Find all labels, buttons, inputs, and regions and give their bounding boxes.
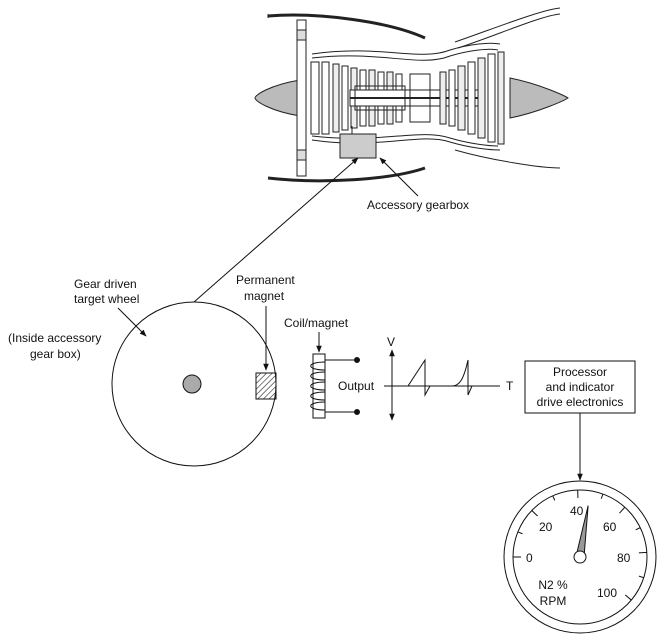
gauge-tick-mark: [531, 510, 538, 517]
gauge-tick-20: 20: [539, 520, 553, 534]
gauge-tick-mark: [517, 531, 523, 535]
gauge-tick-mark: [635, 527, 641, 531]
processor-box: Processor and indicator drive electronic…: [524, 360, 636, 414]
wheel-hub: [182, 374, 202, 394]
coil-magnet: [310, 353, 360, 419]
gauge-tick-mark: [600, 493, 604, 499]
jet-engine: [254, 7, 569, 183]
processor-line-2: and indicator: [546, 380, 615, 394]
axis-v-label: V: [387, 335, 395, 349]
accessory-gearbox-label: Accessory gearbox: [367, 198, 469, 212]
gauge-tick-mark: [552, 495, 556, 501]
gear-driven-label-1: Gear driven: [74, 277, 137, 291]
gauge-tick-40: 40: [570, 504, 584, 518]
inside-gearbox-label-2: gear box): [30, 347, 81, 361]
permanent-magnet-label-2: magnet: [244, 289, 285, 303]
gauge-tick-mark: [624, 594, 632, 601]
permanent-magnet-block: [255, 372, 277, 400]
gauge-tick-60: 60: [603, 520, 617, 534]
gauge-tick-mark: [638, 575, 644, 579]
accessory-gearbox-box: [339, 133, 377, 159]
permanent-magnet-label-1: Permanent: [236, 273, 295, 287]
gauge-caption-1: N2 %: [538, 578, 568, 592]
n2-rpm-gauge: 0 20 40 60 80 100 N2 % RPM: [503, 480, 657, 634]
axis-t-label: T: [506, 379, 514, 393]
gear-driven-label-2: target wheel: [74, 292, 139, 306]
inside-gearbox-label-1: (Inside accessory: [8, 331, 101, 345]
processor-line-1: Processor: [553, 365, 607, 379]
gauge-tick-mark: [638, 551, 647, 554]
target-wheel: [111, 301, 277, 467]
gauge-caption-2: RPM: [540, 594, 567, 608]
processor-line-3: drive electronics: [537, 395, 624, 409]
gauge-tick-100: 100: [597, 586, 617, 600]
gauge-tick-80: 80: [617, 551, 631, 565]
gauge-tick-mark: [619, 506, 626, 514]
output-waveform: [384, 349, 500, 421]
gauge-tick-0: 0: [526, 551, 533, 565]
gauge-pivot: [573, 550, 587, 564]
output-label: Output: [338, 379, 375, 393]
coil-magnet-label: Coil/magnet: [284, 316, 349, 330]
